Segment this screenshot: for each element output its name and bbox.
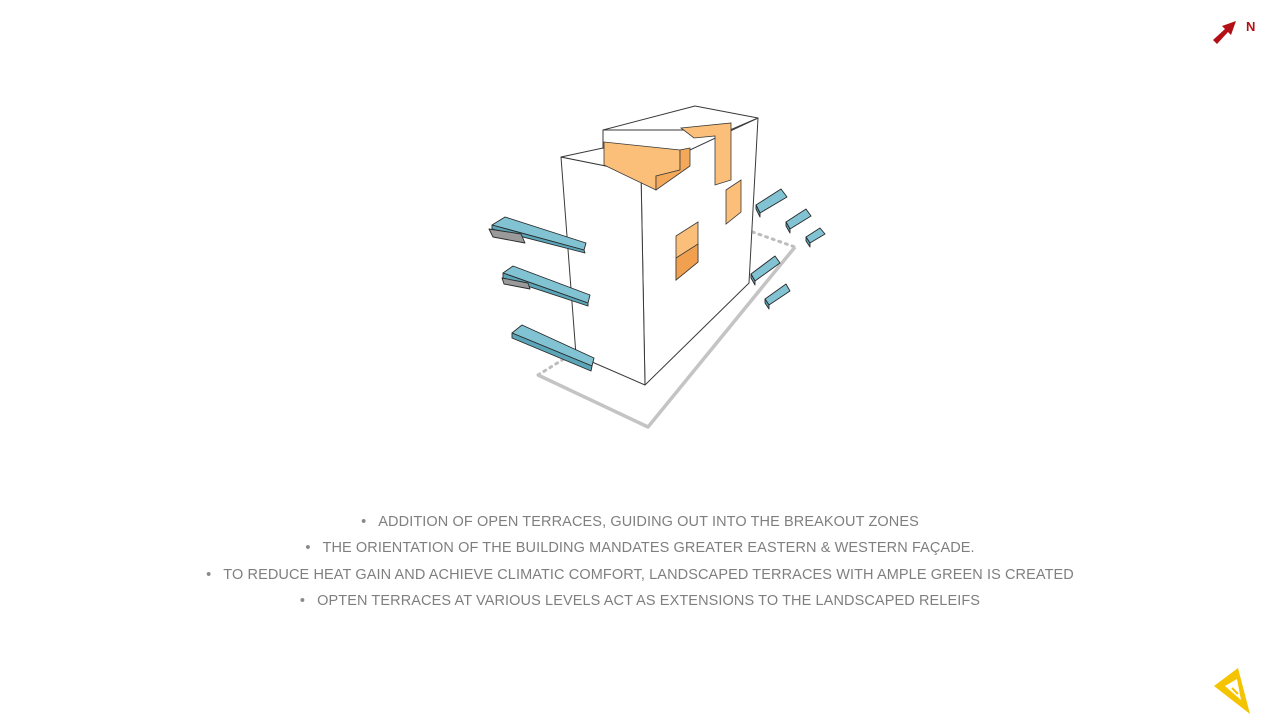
bullet-text: ADDITION OF OPEN TERRACES, GUIDING OUT I… bbox=[378, 514, 919, 530]
north-arrow-icon bbox=[1213, 21, 1236, 44]
bullet-icon: • bbox=[299, 592, 306, 609]
list-item: • TO REDUCE HEAT GAIN AND ACHIEVE CLIMATI… bbox=[0, 562, 1280, 588]
list-item: • ADDITION OF OPEN TERRACES, GUIDING OUT … bbox=[0, 509, 1280, 535]
list-item: • THE ORIENTATION OF THE BUILDING MANDATE… bbox=[0, 535, 1280, 561]
bullet-text: TO REDUCE HEAT GAIN AND ACHIEVE CLIMATIC… bbox=[223, 566, 1074, 583]
list-item: • OPTEN TERRACES AT VARIOUS LEVELS ACT AS… bbox=[0, 588, 1280, 614]
north-indicator: N bbox=[1208, 14, 1268, 50]
east-terraces bbox=[750, 188, 826, 310]
bullet-icon: • bbox=[305, 540, 311, 557]
design-notes-list: • ADDITION OF OPEN TERRACES, GUIDING OUT … bbox=[0, 509, 1280, 614]
bullet-text: THE ORIENTATION OF THE BUILDING MANDATES… bbox=[322, 540, 975, 557]
bullet-icon: • bbox=[361, 514, 367, 530]
courtyard-voids bbox=[603, 122, 742, 281]
bullet-text: OPTEN TERRACES AT VARIOUS LEVELS ACT AS … bbox=[317, 592, 981, 609]
north-label: N bbox=[1246, 19, 1256, 34]
west-terraces bbox=[488, 216, 595, 372]
axonometric-building-diagram bbox=[488, 105, 826, 429]
set-square-icon bbox=[1214, 668, 1250, 714]
bullet-icon: • bbox=[206, 566, 212, 583]
